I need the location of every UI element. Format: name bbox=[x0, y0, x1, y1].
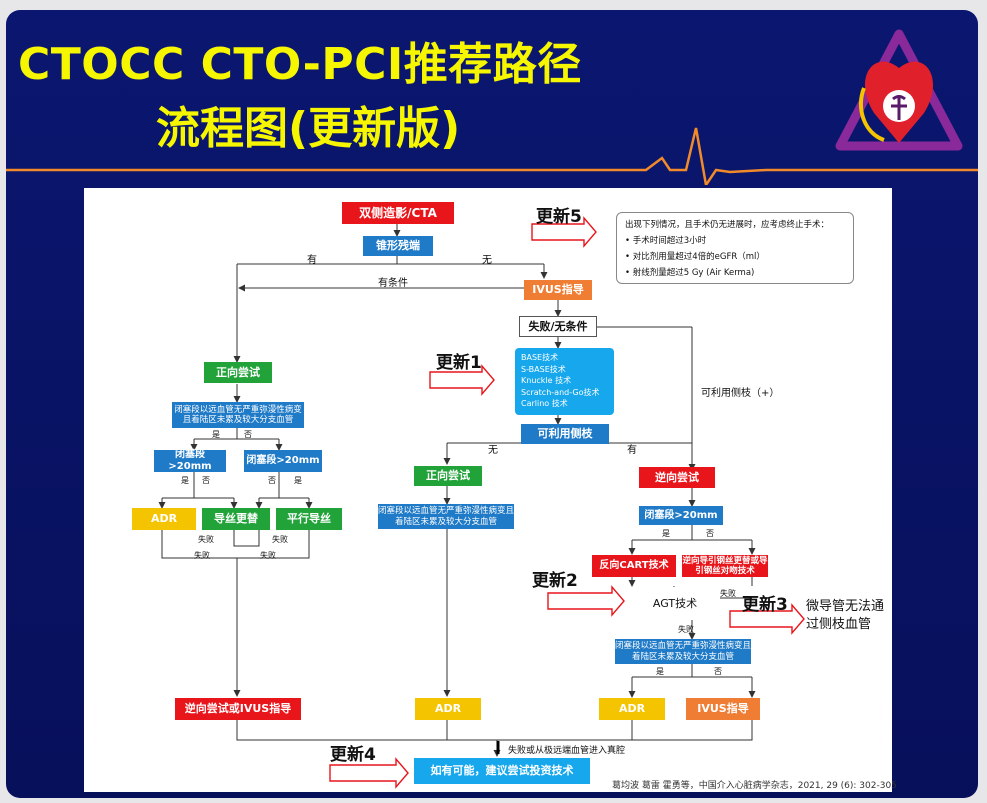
node-condition-mid: 闭塞段以远血管无严重弥漫性病变且着陆区未累及较大分支血管 bbox=[378, 504, 514, 529]
flowchart: 双侧造影/CTA 锥形残端 IVUS指导 失败/无条件 BASE技术 S-BAS… bbox=[84, 188, 897, 792]
citation: 葛均波 葛雷 霍勇等，中国介入心脏病学杂志，2021, 29 (6): 302-… bbox=[612, 781, 897, 791]
label-is: 是 bbox=[294, 476, 302, 485]
label-not: 否 bbox=[202, 476, 210, 485]
node-wire-escalation: 导丝更替 bbox=[202, 508, 270, 530]
termination-item: • 对比剂用量超过4倍的eGFR（ml） bbox=[625, 252, 765, 263]
node-ivus-right: IVUS指导 bbox=[686, 698, 760, 720]
termination-criteria-box: 出现下列情况，且手术仍无进展时，应考虑终止手术： • 手术时间超过3小时 • 对… bbox=[616, 212, 854, 284]
label-fail: 失败 bbox=[260, 551, 276, 560]
termination-item: • 射线剂量超过5 Gy (Air Kerma) bbox=[625, 268, 755, 279]
node-condition-right: 闭塞段以远血管无严重弥漫性病变且着陆区未累及较大分支血管 bbox=[615, 639, 751, 664]
termination-heading: 出现下列情况，且手术仍无进展时，应考虑终止手术： bbox=[625, 220, 830, 230]
label-side-branch-plus: 可利用侧枝（+） bbox=[701, 388, 780, 399]
node-adr-left: ADR bbox=[132, 508, 196, 530]
label-fail: 失败 bbox=[272, 535, 288, 544]
label-not: 否 bbox=[714, 667, 722, 676]
flowchart-connectors bbox=[158, 216, 805, 789]
label-not: 否 bbox=[244, 430, 252, 439]
node-techniques-list: BASE技术 S-BASE技术 Knuckle 技术 Scratch-and-G… bbox=[515, 348, 614, 415]
label-fail: 失败 bbox=[720, 589, 736, 598]
node-agt: AGT技术 bbox=[630, 587, 720, 620]
label-no-mid: 无 bbox=[488, 445, 498, 456]
label-no-right: 无 bbox=[482, 255, 492, 266]
node-tapered-stump: 锥形残端 bbox=[363, 236, 433, 256]
label-yes-left: 有 bbox=[307, 255, 317, 266]
node-retrograde-or-ivus: 逆向尝试或IVUS指导 bbox=[175, 698, 301, 720]
update-5-label: 更新5 bbox=[536, 207, 582, 227]
node-antegrade-mid: 正向尝试 bbox=[414, 466, 482, 486]
node-bilateral-angiography: 双侧造影/CTA bbox=[342, 202, 454, 224]
hospital-logo-icon bbox=[835, 29, 963, 151]
slide-title-line1: CTOCC CTO-PCI推荐路径 bbox=[18, 39, 582, 90]
update-3-label: 更新3 bbox=[742, 595, 788, 615]
label-fail: 失败 bbox=[678, 625, 694, 634]
label-is: 是 bbox=[656, 667, 664, 676]
microcatheter-note: 微导管无法通过侧枝血管 bbox=[806, 599, 885, 632]
label-not: 否 bbox=[706, 529, 714, 538]
label-is: 是 bbox=[212, 430, 220, 439]
node-occlusion-right: 闭塞段>20mm bbox=[639, 506, 723, 525]
label-fail: 失败 bbox=[198, 535, 214, 544]
node-retrograde: 逆向尝试 bbox=[639, 467, 715, 488]
node-ivus-guide: IVUS指导 bbox=[524, 280, 592, 300]
node-adr-mid: ADR bbox=[415, 698, 481, 720]
node-side-branch: 可利用侧枝 bbox=[521, 424, 609, 444]
node-fail-no-condition: 失败/无条件 bbox=[519, 316, 597, 337]
label-not: 否 bbox=[268, 476, 276, 485]
technique-item: Knuckle 技术 bbox=[521, 376, 572, 386]
technique-item: Carlino 技术 bbox=[521, 399, 568, 409]
node-retrograde-wire: 逆向导引钢丝更替或导引钢丝对吻技术 bbox=[682, 555, 768, 577]
technique-item: BASE技术 bbox=[521, 353, 559, 362]
slide-title-line2: 流程图(更新版) bbox=[156, 103, 461, 154]
node-occlusion-left2: 闭塞段>20mm bbox=[244, 450, 322, 472]
update-1-label: 更新1 bbox=[436, 353, 482, 373]
label-fail-true-lumen: 失败或从极远端血管进入真腔 bbox=[508, 746, 626, 756]
label-is: 是 bbox=[662, 529, 670, 538]
update-4-label: 更新4 bbox=[330, 745, 376, 765]
node-adr-right: ADR bbox=[599, 698, 665, 720]
label-fail: 失败 bbox=[194, 551, 210, 560]
node-condition-left: 闭塞段以远血管无严重弥漫性病变且着陆区未累及较大分支血管 bbox=[172, 402, 304, 428]
slide: CTOCC CTO-PCI推荐路径 流程图(更新版) bbox=[6, 10, 978, 798]
node-occlusion-left1: 闭塞段>20mm bbox=[154, 449, 226, 472]
label-yes-mid: 有 bbox=[627, 445, 637, 456]
label-is: 是 bbox=[181, 476, 189, 485]
ecg-line bbox=[6, 127, 978, 185]
node-final: 如有可能，建议尝试投资技术 bbox=[414, 758, 590, 784]
label-conditional: 有条件 bbox=[378, 278, 408, 289]
termination-item: • 手术时间超过3小时 bbox=[625, 236, 707, 247]
technique-item: S-BASE技术 bbox=[521, 364, 566, 374]
update-2-label: 更新2 bbox=[532, 571, 578, 591]
node-antegrade-left: 正向尝试 bbox=[204, 362, 272, 383]
technique-item: Scratch-and-Go技术 bbox=[521, 387, 600, 397]
node-reverse-cart: 反向CART技术 bbox=[592, 555, 676, 577]
node-parallel-wire: 平行导丝 bbox=[276, 508, 342, 530]
